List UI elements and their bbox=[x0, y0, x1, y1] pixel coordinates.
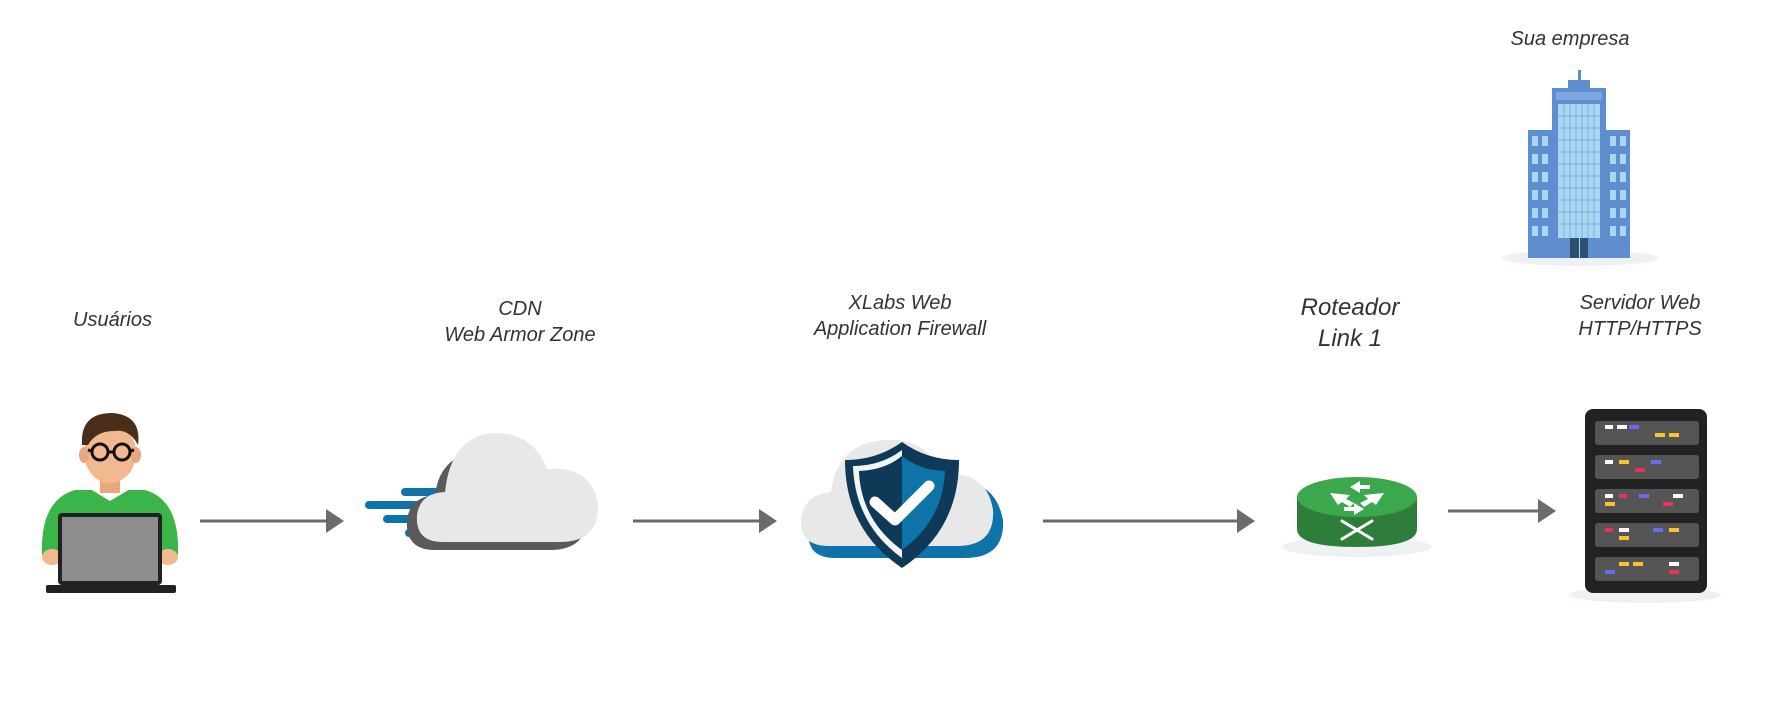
server-label-line2: HTTP/HTTPS bbox=[1578, 318, 1702, 340]
waf-label-line2: Application Firewall bbox=[813, 318, 987, 340]
router-icon bbox=[1280, 465, 1435, 560]
cdn-label-line1: CDN bbox=[498, 298, 542, 320]
users-label-text: Usuários bbox=[73, 309, 152, 331]
server-rack-icon bbox=[1565, 405, 1725, 605]
cdn-label-line2: Web Armor Zone bbox=[444, 324, 596, 346]
router-label-line2: Link 1 bbox=[1317, 325, 1383, 353]
router-label-line1: Roteador bbox=[1300, 294, 1400, 321]
users-label: Usuários bbox=[10, 307, 215, 333]
person-laptop-icon bbox=[30, 405, 190, 595]
router-label: Roteador Link 1 bbox=[1250, 292, 1450, 354]
arrow-router-to-server bbox=[1448, 496, 1558, 526]
company-label-text: Sua empresa bbox=[1510, 28, 1630, 50]
server-label-line1: Servidor Web bbox=[1579, 292, 1701, 314]
building-icon bbox=[1500, 68, 1660, 268]
waf-label: XLabs Web Application Firewall bbox=[770, 290, 1030, 342]
arrow-waf-to-router bbox=[1043, 506, 1258, 536]
company-label: Sua empresa bbox=[1470, 26, 1670, 52]
waf-label-line1: XLabs Web bbox=[848, 292, 952, 314]
cloud-speed-icon bbox=[365, 425, 620, 555]
arrow-users-to-cdn bbox=[200, 506, 345, 536]
server-label: Servidor Web HTTP/HTTPS bbox=[1540, 290, 1740, 342]
cloud-shield-icon bbox=[795, 420, 1010, 570]
cdn-label: CDN Web Armor Zone bbox=[400, 296, 640, 348]
arrow-cdn-to-waf bbox=[633, 506, 778, 536]
